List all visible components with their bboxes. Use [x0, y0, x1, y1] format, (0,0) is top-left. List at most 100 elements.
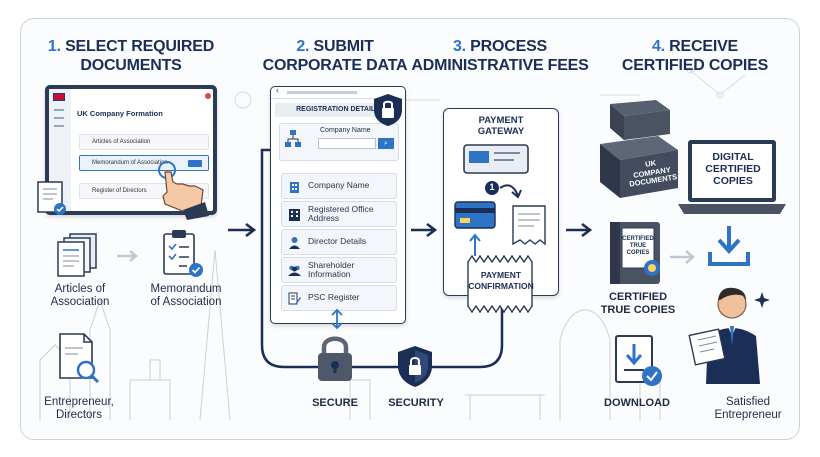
arrow-step3-to-step4 — [566, 222, 593, 238]
field-shareholder-information[interactable]: Shareholder Information — [281, 257, 397, 283]
satisfied-entrepreneur-figure — [688, 287, 770, 384]
doc-row-label: Register of Directors — [92, 188, 147, 194]
document-pen-icon — [288, 292, 301, 305]
step-1-title: 1. SELECT REQUIRED DOCUMENTS — [36, 37, 226, 75]
person-icon — [289, 237, 300, 249]
step-4-title: 4. RECEIVE CERTIFIED COPIES — [600, 37, 790, 75]
group-icon — [288, 265, 301, 276]
label-line: Association — [50, 296, 110, 308]
label-line: COPIES — [713, 175, 753, 187]
binder-icon — [610, 222, 660, 284]
step-title-line: SELECT REQUIRED — [65, 38, 215, 55]
arrow-step2-to-step3 — [411, 222, 438, 238]
uk-flag-icon — [53, 93, 65, 101]
sidebar-line — [54, 109, 64, 111]
up-arrow-icon — [469, 233, 481, 256]
step-title-line: CERTIFIED COPIES — [621, 57, 769, 74]
label-line: CERTIFIED — [622, 236, 654, 242]
field-label: Director Details — [308, 236, 367, 247]
label-line: CONFIRMATION — [468, 281, 534, 291]
window-toolbar: ‹ — [271, 85, 405, 99]
label-line: of Association — [150, 296, 222, 308]
company-name-input[interactable] — [318, 138, 376, 149]
search-button[interactable]: ⌕ — [378, 138, 394, 149]
doc-row-label: Memorandum of Association — [92, 160, 168, 166]
field-company-name[interactable]: Company Name — [281, 173, 397, 199]
padlock-icon — [318, 336, 352, 381]
field-label: Registered Office Address — [308, 203, 374, 223]
field-director-details[interactable]: Director Details — [281, 229, 397, 255]
label-line: Articles of — [54, 283, 106, 295]
label-line: CERTIFIED — [705, 163, 761, 175]
building-icon — [290, 182, 299, 193]
download-document-icon — [615, 335, 662, 386]
sleeve — [183, 202, 209, 220]
step-2-title: 2. SUBMIT CORPORATE DATA — [240, 37, 430, 75]
field-psc-register[interactable]: PSC Register — [281, 285, 397, 311]
document-boxes-icon — [600, 100, 678, 198]
step-title-line: DOCUMENTS — [80, 57, 182, 74]
step-title-line: ADMINISTRATIVE FEES — [411, 57, 589, 74]
doc-row-label: Articles of Association — [92, 139, 151, 145]
label-line: COPIES — [626, 250, 650, 256]
label-line: Satisfied — [725, 396, 771, 408]
payment-terminal-icon — [463, 144, 529, 174]
label-line: TRUE COPIES — [600, 304, 676, 316]
select-button[interactable] — [188, 160, 202, 167]
doc-row-memorandum[interactable]: Memorandum of Association — [79, 155, 209, 171]
receipt-icon — [512, 205, 546, 246]
step-3-title: 3. PROCESS ADMINISTRATIVE FEES — [400, 37, 600, 75]
step-number: 4. — [651, 38, 665, 55]
label-line: Memorandum — [150, 283, 222, 295]
company-name-search-panel: Company Name ⌕ — [279, 123, 399, 161]
step-title-line: CORPORATE DATA — [262, 57, 408, 74]
company-name-search-label: Company Name — [320, 127, 371, 134]
confirmation-receipt-shape — [467, 254, 533, 314]
shield-lock-icon — [374, 94, 402, 126]
hand-shape — [162, 171, 204, 213]
download-label: DOWNLOAD — [604, 397, 670, 409]
registration-header: REGISTRATION DETAILS — [275, 103, 401, 117]
gateway-title-line: PAYMENT — [478, 115, 524, 126]
company-formation-monitor: UK Company Formation Articles of Associa… — [45, 85, 217, 215]
secure-label: SECURE — [312, 397, 358, 409]
user-document-search-icon — [59, 333, 100, 384]
label-line: Directors — [55, 409, 102, 421]
updown-arrow-icon — [331, 308, 343, 330]
monitor-screen: UK Company Formation Articles of Associa… — [49, 89, 213, 211]
doc-row-articles[interactable]: Articles of Association — [79, 134, 209, 150]
clipboard-checklist-icon — [163, 230, 203, 277]
step-number: 2. — [296, 38, 310, 55]
field-label: Company Name — [308, 180, 370, 191]
pointing-hand-icon — [158, 161, 209, 220]
notification-icon — [205, 93, 211, 99]
step-title-line: RECEIVE — [669, 38, 739, 55]
label-line: Entrepreneur, — [44, 396, 114, 408]
label-line: Entrepreneur — [714, 409, 782, 421]
gateway-title-line: GATEWAY — [477, 126, 525, 137]
field-registered-office[interactable]: Registered Office Address — [281, 201, 397, 227]
arrow-right-faint — [117, 250, 138, 262]
org-chart-icon — [285, 130, 301, 147]
download-tray-icon — [708, 226, 750, 266]
sidebar-line — [54, 125, 64, 127]
step-badge: 1 — [489, 182, 495, 192]
back-arrow-icon[interactable]: ‹ — [276, 85, 279, 95]
step-number: 3. — [452, 38, 466, 55]
window-title: UK Company Formation — [77, 109, 163, 118]
step-title-line: PROCESS — [470, 38, 548, 55]
security-label: SECURITY — [388, 397, 444, 409]
label-line: PAYMENT — [480, 270, 522, 280]
registration-form-window: ‹ REGISTRATION DETAILS Company Name ⌕ Co… — [270, 85, 406, 324]
entrepreneur-directors-label: Entrepreneur,Directors — [26, 396, 132, 422]
address-bar — [287, 91, 357, 94]
